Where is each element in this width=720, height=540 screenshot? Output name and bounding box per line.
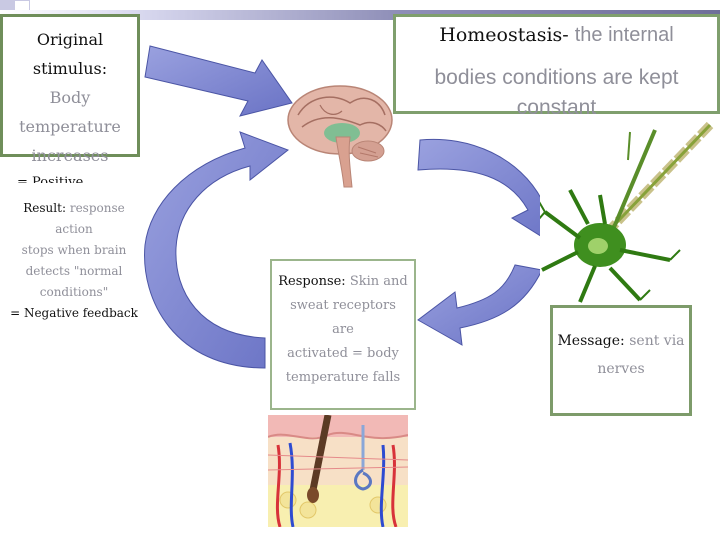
result-text-line3: detects "normal (25, 264, 123, 278)
arrow-brain-to-neuron (417, 138, 559, 246)
message-text-line2: nerves (597, 361, 645, 377)
original-stimulus-box: Original stimulus: Body temperature incr… (0, 14, 140, 216)
top-gradient-bar (0, 10, 720, 20)
neuron-illustration (540, 120, 715, 305)
response-text-line1: Skin and (349, 274, 408, 289)
result-line1: Result: response action (10, 198, 138, 240)
result-text-line4: conditions" (39, 285, 109, 299)
homeostasis-definition-line2: bodies conditions are kept constant (434, 66, 679, 119)
response-text-line3: activated = body (287, 346, 399, 361)
homeostasis-title-line: Homeostasis- the internal (396, 21, 717, 49)
arrow-neuron-to-response (417, 264, 543, 346)
response-text-line2: sweat receptors are (290, 298, 396, 337)
homeostasis-title: Homeostasis- (439, 24, 569, 46)
result-text-line2: stops when brain (21, 243, 127, 257)
homeostasis-definition-line1: the internal (574, 24, 674, 46)
negative-feedback-note: = Negative feedback (10, 306, 138, 320)
response-box: Response: Skin and sweat receptors are a… (270, 259, 416, 410)
original-stimulus-text-line1: Body temperature (19, 88, 121, 136)
result-label: Result: (23, 201, 66, 215)
response-label: Response: (278, 274, 346, 289)
brain-illustration (287, 85, 393, 188)
message-label: Message: (557, 333, 625, 349)
skin-cross-section-illustration (268, 415, 408, 527)
result-box: Result: response action stops when brain… (10, 183, 138, 320)
response-line1: Response: Skin and (278, 270, 408, 294)
message-box: Message: sent via nerves (550, 305, 692, 416)
response-text-line4: temperature falls (285, 370, 401, 385)
homeostasis-definition-box: Homeostasis- the internal bodies conditi… (393, 14, 720, 119)
original-stimulus-text-line2: increases (31, 146, 109, 165)
result-text-line1: response action (55, 201, 125, 236)
original-stimulus-label: Original stimulus: (32, 30, 108, 78)
message-line1: Message: sent via (553, 327, 689, 355)
message-text-line1: sent via (629, 333, 685, 349)
arrow-left-loop (144, 131, 290, 369)
arrow-to-brain (144, 45, 293, 117)
